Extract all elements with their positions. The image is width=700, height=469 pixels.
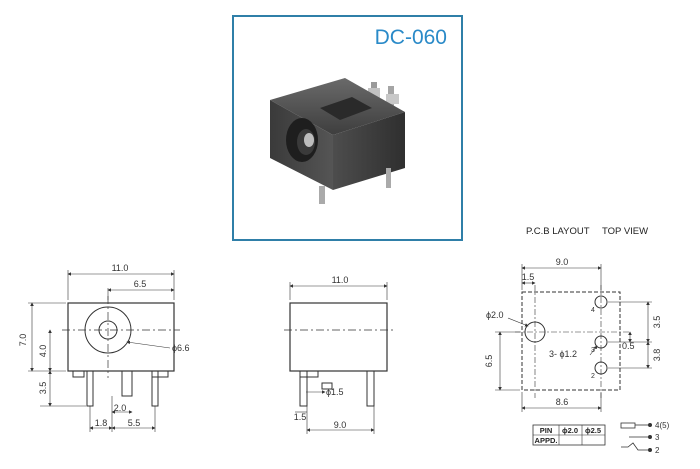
rear-pin-tab-left xyxy=(368,88,380,98)
model-title: DC-060 xyxy=(375,26,447,49)
front-pin-spacing-a-label: 1.8 xyxy=(95,418,108,428)
side-pin-offset-label: 1.5 xyxy=(294,412,307,422)
front-height-label: 7.0 xyxy=(18,334,28,347)
pcb-hole-4 xyxy=(594,295,608,309)
front-pin-spacing-b-label: 5.5 xyxy=(128,418,141,428)
side-width-label: 11.0 xyxy=(332,275,349,285)
top-slot xyxy=(320,97,372,120)
pcb-big-hole-label: ϕ2.0 xyxy=(486,310,504,320)
pcb-right-b-label: 0.5 xyxy=(622,341,635,351)
pin-schematic xyxy=(620,422,653,452)
side-pin-left-tab xyxy=(299,370,319,378)
rear-pin-tab-right xyxy=(386,94,399,104)
product-image-panel: DC-060 xyxy=(232,15,463,241)
pcb-left-offset-label: 1.5 xyxy=(522,272,535,282)
front-pin-right-tab xyxy=(151,370,169,378)
front-pin-middle xyxy=(121,370,133,397)
front-width-label: 11.0 xyxy=(112,263,129,273)
pin-schematic-labels: 4(5) 3 2 xyxy=(655,421,670,455)
pcb-layout xyxy=(495,264,652,412)
pcb-left-height-label: 6.5 xyxy=(484,355,494,368)
pcb-view-label: TOP VIEW xyxy=(602,226,648,237)
bottom-pin-side xyxy=(386,168,391,188)
front-view-labels: 11.0 6.5 7.0 4.0 3.5 ϕ6.6 2.0 1.8 5.5 xyxy=(18,263,190,428)
side-body-outline xyxy=(289,302,388,372)
table-col-1: ϕ2.0 xyxy=(562,426,578,435)
front-offset-label: 6.5 xyxy=(134,279,147,289)
pcb-layout-heading: P.C.B LAYOUT xyxy=(526,226,590,237)
connector-3d-render xyxy=(270,78,405,204)
front-pin-length-label: 3.5 xyxy=(38,382,48,395)
pcb-width-label: 9.0 xyxy=(556,257,569,267)
pcb-layout-labels: 9.0 1.5 ϕ2.0 3- ϕ1.2 3.5 0.5 3.8 6.5 8.6… xyxy=(484,257,662,407)
schematic-pin-3: 3 xyxy=(655,433,660,442)
table-appd-label: APPD. xyxy=(535,436,558,445)
pin-table: PIN ϕ2.0 ϕ2.5 APPD. xyxy=(532,424,606,446)
side-pin-right xyxy=(366,370,375,407)
center-pin xyxy=(304,133,314,147)
front-hole-diameter-label: ϕ6.6 xyxy=(172,343,190,353)
front-pin-left xyxy=(86,370,94,407)
schematic-pin-2: 2 xyxy=(655,446,660,455)
front-pin-right xyxy=(151,370,159,407)
side-pin-span-label: 9.0 xyxy=(334,420,347,430)
front-view xyxy=(28,270,180,432)
pcb-right-a-label: 3.5 xyxy=(652,316,662,329)
front-pin-gap-label: 2.0 xyxy=(114,403,127,413)
side-view xyxy=(284,282,394,434)
bottom-pin-front xyxy=(319,186,325,204)
schematic-plug xyxy=(620,422,636,429)
pcb-pin-label-4: 4 xyxy=(591,307,595,314)
side-pin-diameter-label: ϕ1.5 xyxy=(326,387,344,397)
pcb-layout-header: P.C.B LAYOUT TOP VIEW xyxy=(526,226,648,237)
schematic-pin-4: 4(5) xyxy=(655,421,670,430)
front-body-outline xyxy=(67,302,175,372)
pcb-outline xyxy=(521,291,621,391)
front-pin-left-tab xyxy=(72,370,85,378)
pcb-pin-label-2: 2 xyxy=(591,373,595,380)
side-pin-middle xyxy=(321,382,333,390)
pcb-right-c-label: 3.8 xyxy=(652,349,662,362)
side-pin-left xyxy=(299,370,308,407)
pcb-pin-label-3: 3 xyxy=(591,347,595,354)
pcb-bottom-width-label: 8.6 xyxy=(556,397,569,407)
table-col-2: ϕ2.5 xyxy=(585,426,601,435)
table-pin-header: PIN xyxy=(540,426,553,435)
pcb-small-holes-label: 3- ϕ1.2 xyxy=(549,349,577,359)
front-center-height-label: 4.0 xyxy=(38,345,48,358)
side-view-labels: 11.0 ϕ1.5 1.5 9.0 xyxy=(294,275,349,430)
